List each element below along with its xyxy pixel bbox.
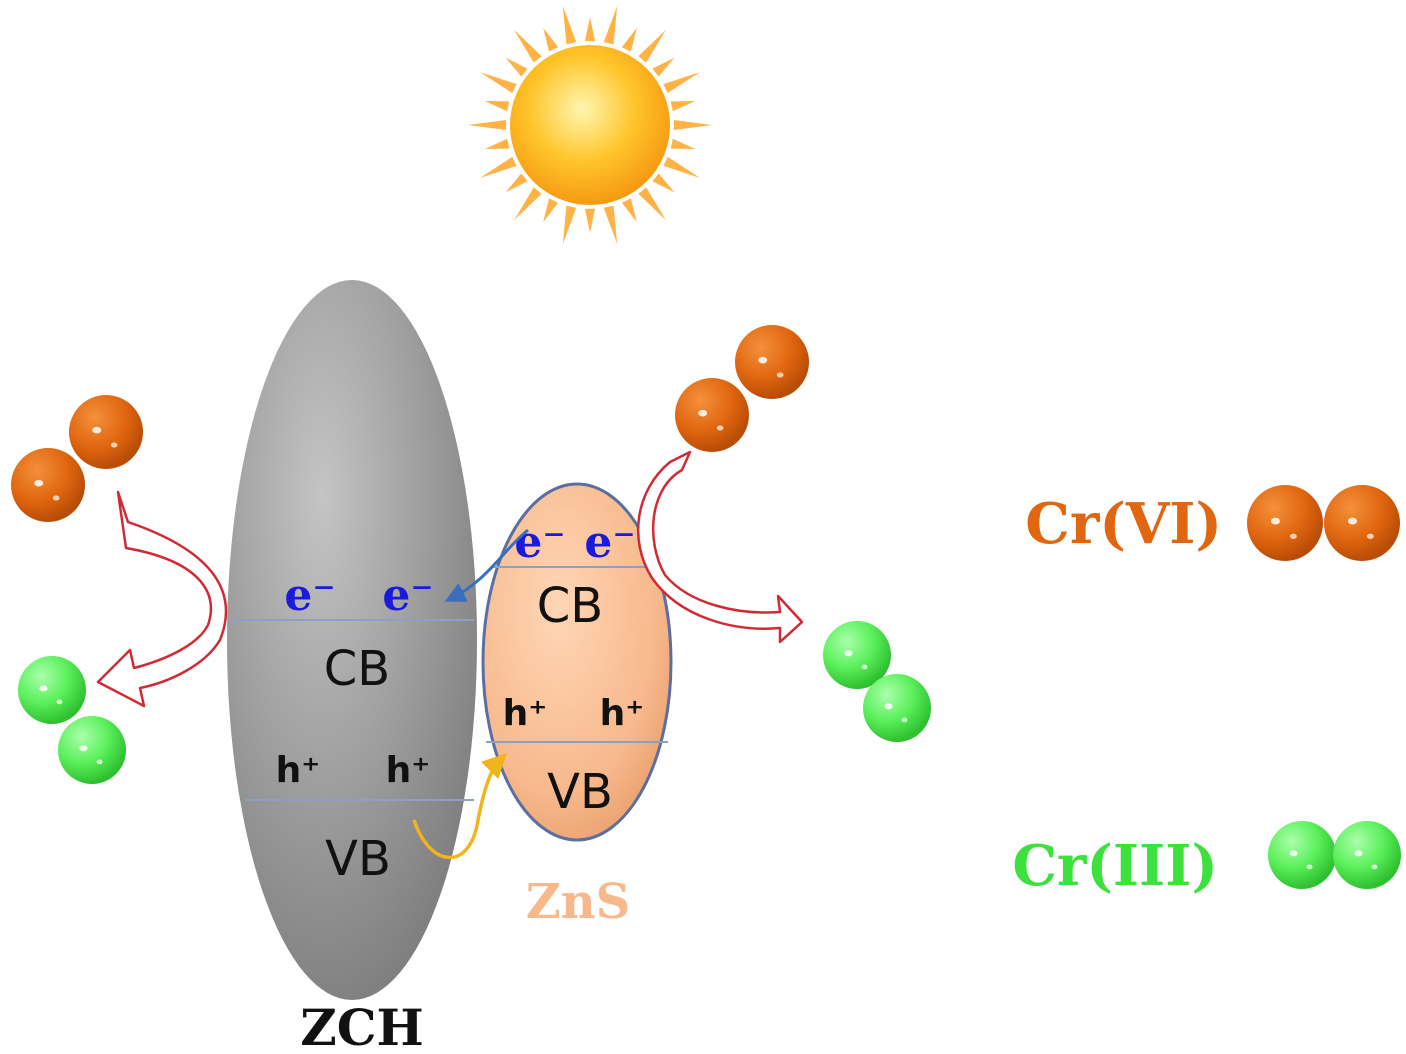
left-reduction-arrow bbox=[96, 490, 228, 708]
ball-glint bbox=[776, 372, 784, 378]
cr3-ball bbox=[18, 656, 86, 724]
cr3-ball bbox=[58, 716, 126, 784]
zch-electron-2: e⁻ bbox=[382, 570, 433, 621]
zns-electron-1: e⁻ bbox=[514, 517, 565, 568]
sun-ray bbox=[484, 100, 510, 112]
ball-glint bbox=[1270, 517, 1281, 525]
electron-transfer-arrow bbox=[444, 528, 529, 602]
legend: Cr(VI) Cr(III) bbox=[1012, 485, 1401, 899]
sun-ray bbox=[638, 187, 667, 221]
sun-ray bbox=[673, 119, 712, 131]
sun-icon bbox=[468, 6, 712, 244]
ball-glint bbox=[39, 685, 48, 692]
zch-hole-1: h⁺ bbox=[276, 750, 321, 791]
legend-cr3-ball bbox=[1333, 821, 1401, 889]
cr6-particles-right bbox=[675, 325, 809, 452]
legend-cr6-ball bbox=[1247, 485, 1323, 561]
sun-ray bbox=[513, 29, 542, 63]
cr6-ball bbox=[69, 395, 143, 469]
zns-hole-1: h⁺ bbox=[503, 693, 548, 734]
ball-glint bbox=[1306, 864, 1313, 870]
cr6-particles-left bbox=[11, 395, 143, 522]
sun-ray bbox=[543, 27, 559, 52]
sun-ray bbox=[621, 27, 637, 52]
zch-vb-label: VB bbox=[325, 831, 391, 887]
zch-cb-label: CB bbox=[324, 641, 390, 697]
cr6-ball bbox=[11, 448, 85, 522]
sun-ray bbox=[513, 187, 542, 221]
ball-glint bbox=[110, 442, 118, 448]
sun-ray bbox=[480, 156, 517, 178]
sun-ray bbox=[603, 205, 618, 244]
zns-particle: e⁻ e⁻ CB h⁺ h⁺ VB ZnS bbox=[481, 482, 673, 930]
sun-ray bbox=[505, 57, 528, 77]
cr3-particles-left bbox=[18, 656, 126, 784]
ball-glint bbox=[901, 717, 908, 723]
sun-ray bbox=[670, 138, 696, 150]
sun-ray bbox=[652, 57, 675, 77]
zns-cb-label: CB bbox=[537, 578, 603, 634]
ball-glint bbox=[96, 759, 103, 765]
sun-ray bbox=[562, 6, 577, 45]
legend-cr6-label: Cr(VI) bbox=[1025, 491, 1222, 557]
zch-electron-1: e⁻ bbox=[284, 570, 335, 621]
ball-glint bbox=[52, 495, 60, 501]
sun-ray bbox=[480, 72, 517, 94]
ball-glint bbox=[861, 664, 868, 670]
sun-ray bbox=[603, 6, 618, 45]
ball-glint bbox=[1289, 533, 1297, 539]
sun-ray bbox=[652, 173, 675, 193]
ball-glint bbox=[1366, 533, 1374, 539]
zch-body bbox=[227, 280, 477, 1000]
legend-cr6-ball bbox=[1324, 485, 1400, 561]
cr6-ball bbox=[675, 378, 749, 452]
sun-ray bbox=[663, 156, 700, 178]
ball-glint bbox=[884, 703, 893, 710]
ball-glint bbox=[92, 426, 102, 434]
ball-glint bbox=[716, 425, 724, 431]
ball-glint bbox=[79, 745, 88, 752]
zch-particle: e⁻ e⁻ CB h⁺ h⁺ VB ZCH bbox=[227, 280, 477, 1054]
sun-ray bbox=[484, 138, 510, 150]
sun-ray bbox=[584, 17, 596, 42]
cr3-ball bbox=[863, 674, 931, 742]
zns-body bbox=[481, 482, 673, 842]
ball-glint bbox=[34, 479, 44, 487]
legend-cr3-label: Cr(III) bbox=[1012, 833, 1218, 899]
sun-rays bbox=[468, 6, 712, 244]
sun-ray bbox=[505, 173, 528, 193]
ball-glint bbox=[56, 699, 63, 705]
sun-core bbox=[510, 45, 670, 205]
hole-transfer-arrow bbox=[412, 753, 507, 860]
cr3-ball bbox=[823, 621, 891, 689]
zch-name: ZCH bbox=[300, 998, 424, 1054]
ball-glint bbox=[1354, 850, 1363, 857]
ball-glint bbox=[758, 356, 768, 364]
cr3-particles-right bbox=[823, 621, 931, 742]
zns-electron-2: e⁻ bbox=[584, 517, 635, 568]
cr6-ball bbox=[735, 325, 809, 399]
right-reduction-arrow bbox=[636, 450, 804, 644]
sun-ray bbox=[584, 208, 596, 233]
ball-glint bbox=[844, 650, 853, 657]
legend-cr3-ball bbox=[1268, 821, 1336, 889]
sun-ray bbox=[562, 205, 577, 244]
sun-ray bbox=[663, 72, 700, 94]
zns-hole-2: h⁺ bbox=[600, 693, 645, 734]
sun-ray bbox=[638, 29, 667, 63]
ball-glint bbox=[1347, 517, 1358, 525]
sun-ray bbox=[468, 119, 507, 131]
sun-ray bbox=[543, 198, 559, 223]
zns-name: ZnS bbox=[526, 874, 631, 930]
sun-ray bbox=[670, 100, 696, 112]
ball-glint bbox=[698, 409, 708, 417]
sun-ray bbox=[621, 198, 637, 223]
zch-hole-2: h⁺ bbox=[386, 750, 431, 791]
ball-glint bbox=[1289, 850, 1298, 857]
zns-vb-label: VB bbox=[547, 764, 613, 820]
ball-glint bbox=[1371, 864, 1378, 870]
